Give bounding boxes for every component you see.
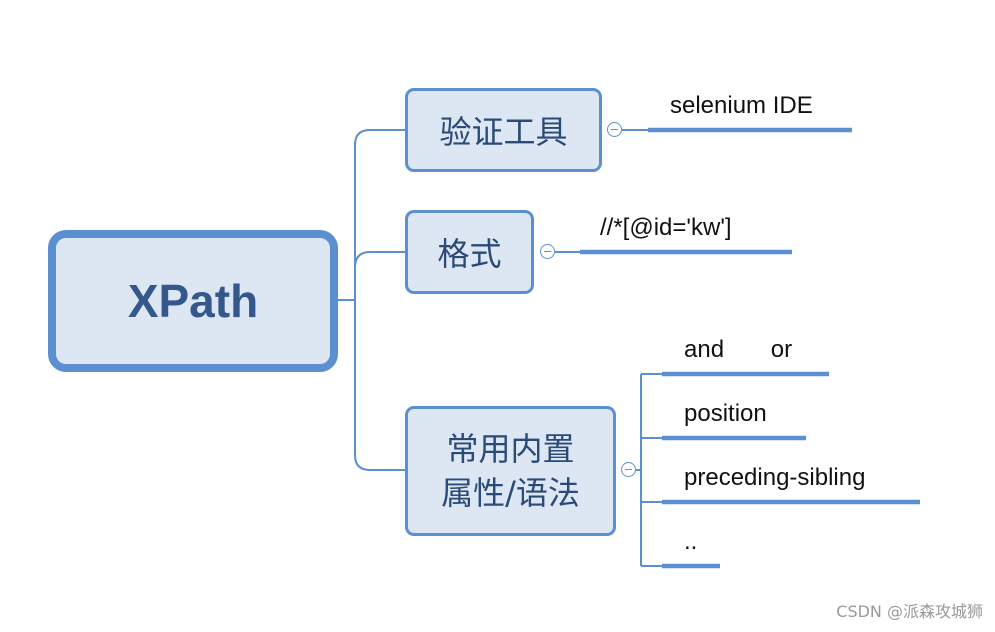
leaf-ellipsis[interactable]: .. bbox=[684, 528, 698, 555]
leaf-preceding-sibling[interactable]: preceding-sibling bbox=[684, 464, 866, 491]
collapse-toggle-icon[interactable] bbox=[607, 122, 622, 137]
connector-branch-1 bbox=[354, 129, 405, 300]
root-node-xpath[interactable]: XPath bbox=[48, 230, 338, 372]
branch-node-label-line-1: 常用内置 bbox=[446, 430, 575, 468]
collapse-toggle-icon[interactable] bbox=[540, 244, 555, 259]
leaf-selenium-ide[interactable]: selenium IDE bbox=[670, 92, 813, 119]
root-node-label: XPath bbox=[127, 275, 259, 327]
leaf-position[interactable]: position bbox=[684, 400, 767, 427]
watermark-text: CSDN @派森攻城狮 bbox=[836, 602, 983, 621]
leaf-and-or[interactable]: and or bbox=[684, 336, 793, 363]
branch-node-format[interactable]: 格式 bbox=[405, 210, 534, 294]
connector-branch-3 bbox=[354, 300, 405, 471]
leaf-format-example[interactable]: //*[@id='kw'] bbox=[600, 214, 732, 241]
branch-node-label-line-2: 属性/语法 bbox=[441, 474, 580, 512]
branch-node-common-attributes[interactable]: 常用内置 属性/语法 bbox=[405, 406, 616, 536]
branch-node-label: 格式 bbox=[437, 235, 502, 273]
collapse-toggle-icon[interactable] bbox=[621, 462, 636, 477]
branch-node-verification-tools[interactable]: 验证工具 bbox=[405, 88, 602, 172]
branch-node-label: 验证工具 bbox=[439, 113, 568, 151]
connector-branch-2 bbox=[354, 251, 405, 300]
